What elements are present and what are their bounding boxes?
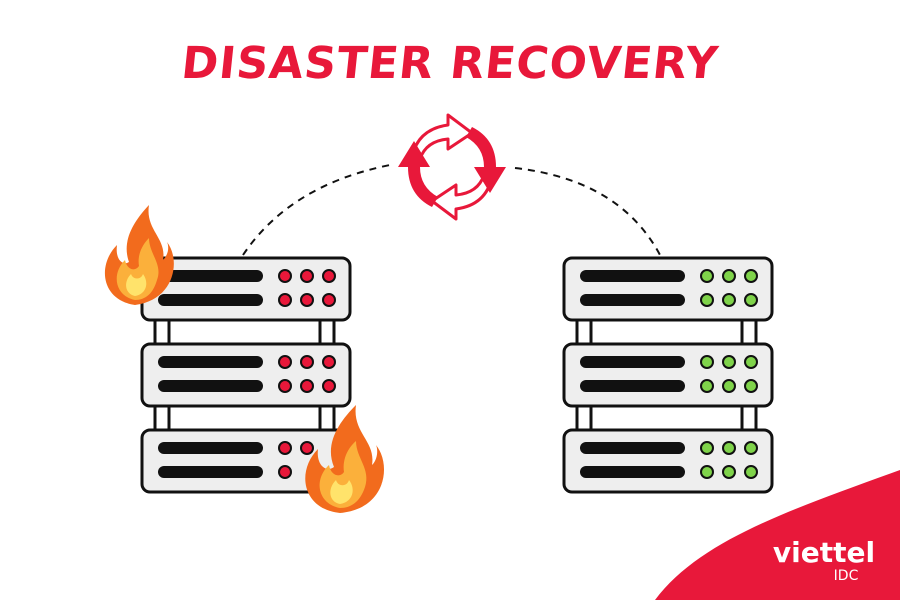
status-led [722, 293, 736, 307]
status-led [300, 355, 314, 369]
status-led [722, 355, 736, 369]
status-led [300, 269, 314, 283]
status-led [744, 465, 758, 479]
brand-sub-label: IDC [833, 568, 859, 584]
status-led [278, 441, 292, 455]
sync-arrows-icon [398, 113, 506, 221]
server-unit [140, 256, 352, 322]
server-unit [140, 342, 352, 408]
status-led [700, 441, 714, 455]
fire-icon [104, 205, 174, 305]
status-led [744, 379, 758, 393]
status-led [278, 465, 292, 479]
server-unit [562, 428, 774, 494]
brand-logo: viettel [772, 536, 876, 569]
status-led [722, 379, 736, 393]
status-led [300, 293, 314, 307]
server-unit [562, 342, 774, 408]
connection-arc-right [514, 167, 661, 256]
status-led [744, 355, 758, 369]
status-led [278, 379, 292, 393]
server-unit [562, 256, 774, 322]
fire-icon [305, 405, 385, 513]
status-led [322, 355, 336, 369]
recovery-server-stack [562, 256, 774, 494]
status-led [322, 293, 336, 307]
server-unit [140, 428, 352, 494]
status-led [300, 379, 314, 393]
status-led [322, 379, 336, 393]
connection-arc-left [242, 164, 391, 256]
status-led [744, 269, 758, 283]
status-led [700, 465, 714, 479]
status-led [278, 355, 292, 369]
status-led [322, 269, 336, 283]
status-led [744, 293, 758, 307]
status-led [278, 269, 292, 283]
primary-server-stack [140, 256, 352, 494]
status-led [722, 465, 736, 479]
status-led [278, 293, 292, 307]
status-led [700, 269, 714, 283]
status-led [744, 441, 758, 455]
status-led [300, 441, 314, 455]
status-led [700, 293, 714, 307]
status-led [700, 355, 714, 369]
status-led [722, 269, 736, 283]
status-led [722, 441, 736, 455]
status-led [700, 379, 714, 393]
